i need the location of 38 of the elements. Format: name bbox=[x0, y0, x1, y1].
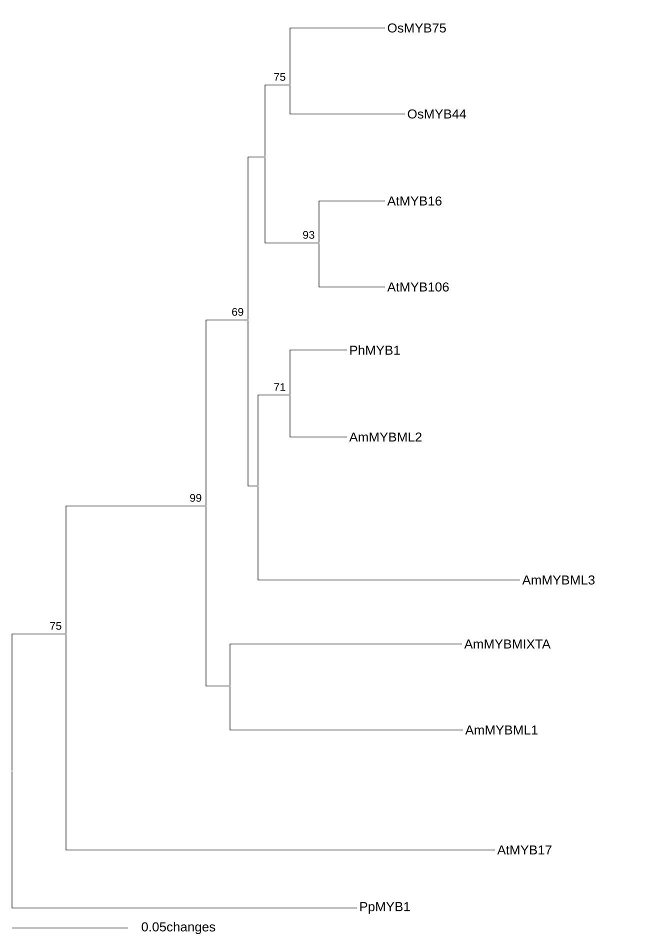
branch-line bbox=[66, 634, 496, 850]
branch-line bbox=[290, 350, 348, 395]
branch-line bbox=[264, 157, 319, 244]
branch-line bbox=[290, 85, 406, 114]
taxon-label: OsMYB44 bbox=[408, 109, 466, 119]
branch-line bbox=[230, 644, 462, 686]
taxon-label: AmMYBML1 bbox=[465, 726, 538, 734]
taxon-label: AtMYB106 bbox=[387, 282, 449, 292]
taxon-label: PhMYB1 bbox=[350, 345, 400, 355]
branch-line bbox=[258, 486, 520, 580]
taxon-label: AmMYBMIXTA bbox=[464, 640, 551, 648]
branch-line bbox=[206, 320, 248, 506]
taxon-label: AmMYBML2 bbox=[349, 432, 422, 442]
branch-line bbox=[206, 506, 230, 686]
branch-line bbox=[248, 156, 265, 320]
branch-line bbox=[248, 320, 258, 486]
bootstrap-value: 69 bbox=[232, 308, 244, 316]
branch-line bbox=[264, 84, 290, 157]
branch-line bbox=[318, 243, 386, 288]
branch-line bbox=[230, 686, 464, 730]
bootstrap-value: 93 bbox=[303, 231, 314, 239]
branch-line bbox=[290, 395, 348, 438]
branch-line bbox=[12, 634, 66, 771]
scale-label: 0.05changes bbox=[142, 922, 216, 934]
branch-line bbox=[12, 771, 358, 908]
taxon-label: PpMYB1 bbox=[360, 902, 410, 914]
branch-line bbox=[290, 28, 386, 85]
bootstrap-value: 75 bbox=[274, 73, 286, 81]
bootstrap-value: 99 bbox=[190, 494, 202, 502]
taxon-label: AmMYBML3 bbox=[522, 575, 595, 585]
bootstrap-value: 75 bbox=[50, 622, 62, 630]
branch-line bbox=[258, 394, 290, 486]
branch-line bbox=[318, 200, 386, 243]
taxon-label: OsMYB75 bbox=[388, 23, 446, 33]
bootstrap-value: 71 bbox=[274, 383, 286, 391]
taxon-label: AtMYB17 bbox=[497, 845, 552, 855]
branch-line bbox=[66, 506, 206, 634]
taxon-label: AtMYB16 bbox=[387, 196, 442, 206]
